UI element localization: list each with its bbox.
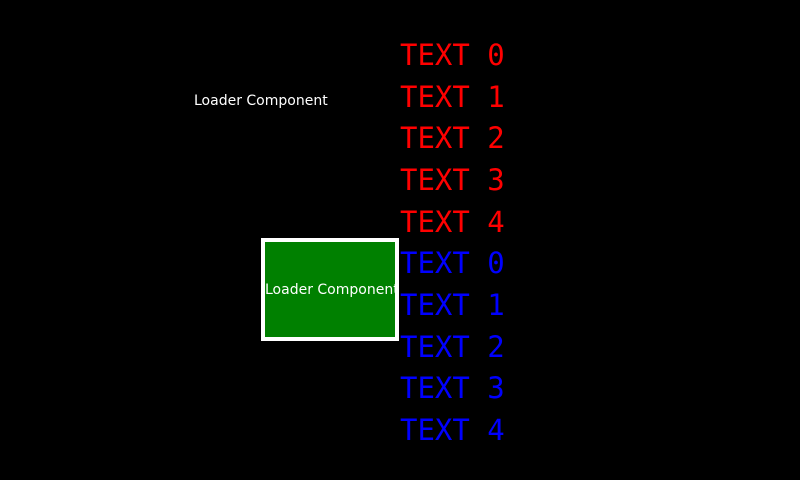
text-row: TEXT 0: [400, 246, 505, 281]
text-row: TEXT 1: [400, 79, 505, 114]
text-row: TEXT 1: [400, 287, 505, 322]
text-row: TEXT 0: [400, 38, 505, 72]
text-row: TEXT 2: [400, 329, 505, 364]
loader-component-label: Loader Component: [194, 93, 328, 109]
text-row: TEXT 3: [400, 162, 505, 197]
loader-component-box[interactable]: Loader Component: [261, 238, 399, 341]
text-row: TEXT 4: [400, 204, 505, 239]
text-list: TEXT 0 TEXT 1 TEXT 2 TEXT 3 TEXT 4 TEXT 0 TEXT…: [400, 35, 505, 452]
text-row: TEXT 2: [400, 121, 505, 156]
text-row: TEXT 3: [400, 371, 505, 406]
loader-box-label: Loader Component: [265, 281, 399, 298]
text-row: TEXT 4: [400, 412, 505, 447]
